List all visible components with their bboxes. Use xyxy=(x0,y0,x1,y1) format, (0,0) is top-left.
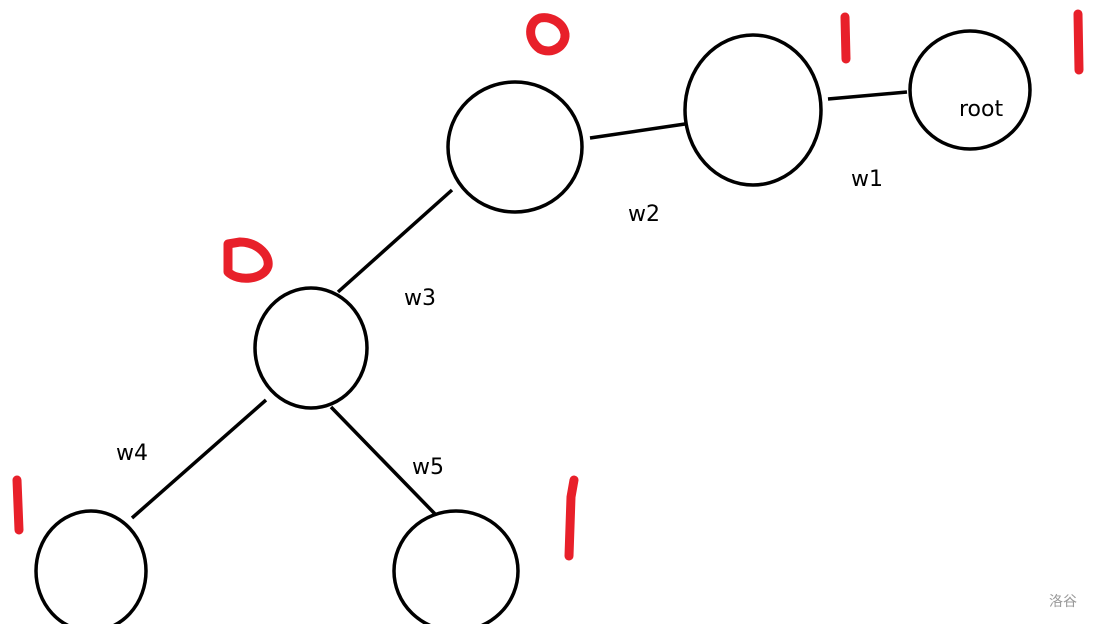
mark-root-1 xyxy=(1073,9,1084,75)
edge-w4 xyxy=(130,398,268,520)
edge-label-w1: w1 xyxy=(851,167,883,192)
node-root xyxy=(908,29,1032,151)
mark-n3-0 xyxy=(223,237,273,283)
node-label-root: root xyxy=(959,97,1003,122)
node-leaf-right xyxy=(392,509,520,624)
edge-w3 xyxy=(336,188,454,294)
node-leaf-left xyxy=(34,509,148,624)
watermark: 洛谷 xyxy=(1049,594,1077,610)
edge-w2 xyxy=(589,122,686,140)
mark-leaf-right-1 xyxy=(564,475,579,561)
edge-label-w2: w2 xyxy=(628,202,660,227)
edge-label-w4: w4 xyxy=(116,441,148,466)
node-n2 xyxy=(446,80,584,214)
mark-n2-0 xyxy=(526,13,570,56)
edge-w5 xyxy=(329,405,438,517)
node-n3 xyxy=(253,286,369,410)
edge-label-w5: w5 xyxy=(412,455,444,480)
mark-leaf-left-1 xyxy=(12,475,24,535)
node-n1 xyxy=(683,33,823,187)
mark-n1-1 xyxy=(840,12,851,64)
edge-w1 xyxy=(827,90,908,101)
edge-label-w3: w3 xyxy=(404,286,436,311)
